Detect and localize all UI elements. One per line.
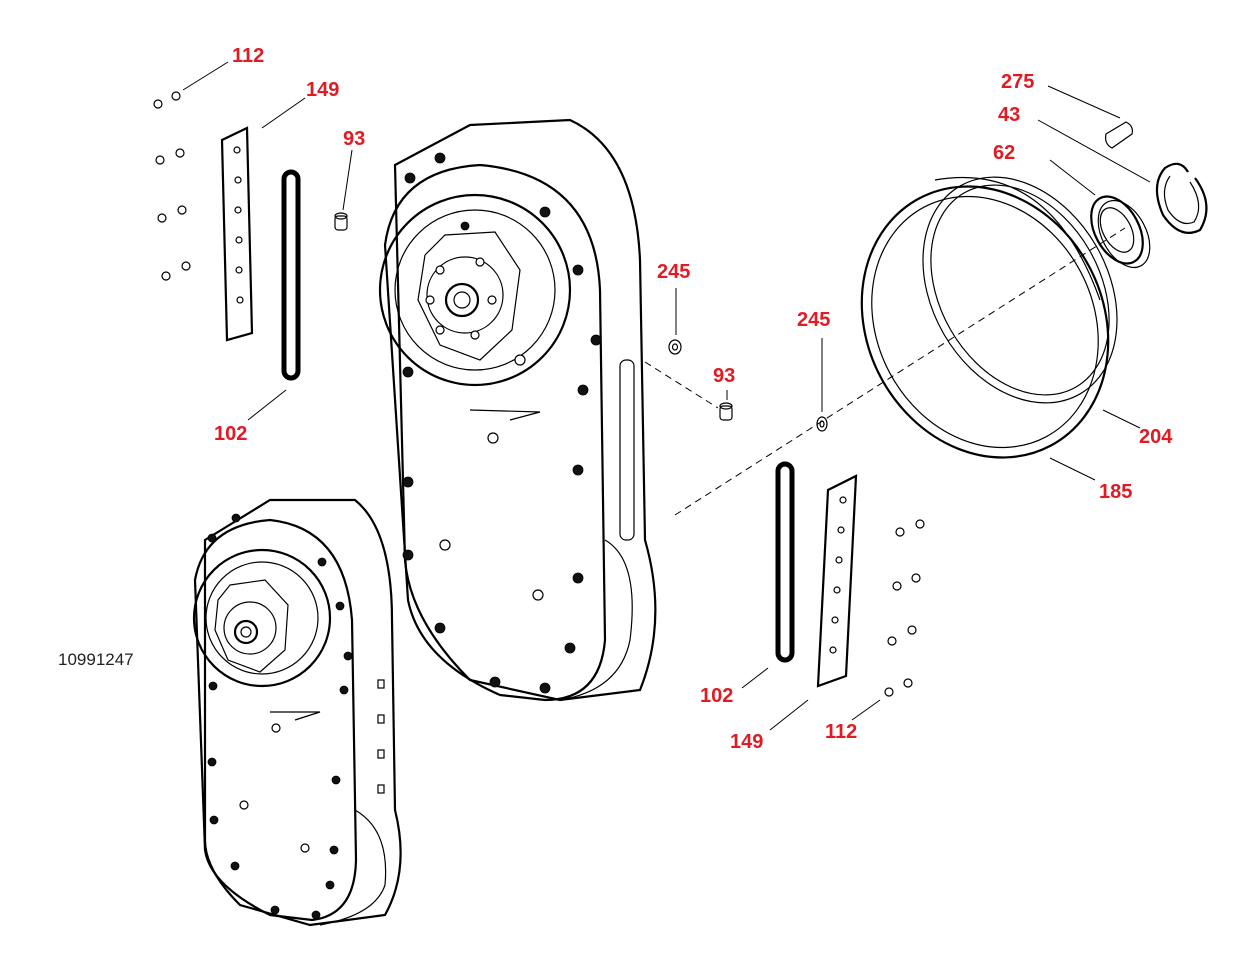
leader-102-bottom [741, 667, 769, 689]
callout-62: 62 [993, 142, 1015, 164]
screw-set-112-top [153, 91, 191, 281]
leader-275 [1047, 85, 1121, 119]
leader-62 [1049, 159, 1096, 196]
leader-102-left [247, 389, 287, 421]
leader-185 [1049, 457, 1096, 481]
plug-93-mid [719, 402, 733, 421]
leader-112-bottom [851, 699, 881, 721]
leader-149-top [261, 97, 306, 129]
belt-housing-main [378, 118, 657, 702]
callout-93-top: 93 [343, 128, 365, 150]
pin-275 [1105, 121, 1133, 149]
callout-185: 185 [1099, 481, 1132, 503]
gasket-plate-149-top [220, 126, 254, 342]
callout-275: 275 [1001, 71, 1034, 93]
callout-245-mid: 245 [797, 309, 830, 331]
seal-102-top [281, 169, 301, 381]
seal-102-bottom [775, 461, 795, 663]
callout-102-left: 102 [214, 423, 247, 445]
callout-112-top: 112 [232, 45, 264, 67]
callout-149-top: 149 [306, 79, 339, 101]
leader-149-bottom [769, 699, 809, 731]
callout-43: 43 [998, 104, 1020, 126]
cover-204 [922, 176, 1118, 404]
leader-93-top [342, 149, 353, 211]
bearing-62 [1090, 195, 1151, 269]
gasket-plate-149-bottom [816, 474, 858, 688]
leader-43 [1037, 119, 1151, 183]
screw-set-112-bottom [884, 519, 925, 697]
document-id: 10991247 [58, 650, 134, 669]
axis-dash-main [674, 227, 1126, 516]
callout-93-mid: 93 [713, 365, 735, 387]
callout-112-bottom: 112 [825, 721, 857, 743]
callout-102-bottom: 102 [700, 685, 733, 707]
snap-ring-43 [1155, 162, 1208, 234]
leader-204 [1102, 409, 1141, 429]
callout-149-bottom: 149 [730, 731, 763, 753]
callout-245-upper: 245 [657, 261, 690, 283]
belt-housing-assembled [192, 498, 402, 927]
callout-204: 204 [1139, 426, 1173, 448]
plug-93-top [334, 212, 348, 231]
washer-245-upper [668, 339, 682, 355]
leader-112-top [182, 61, 229, 91]
axis-dash-plug [644, 361, 719, 409]
ring-185 [860, 185, 1110, 459]
